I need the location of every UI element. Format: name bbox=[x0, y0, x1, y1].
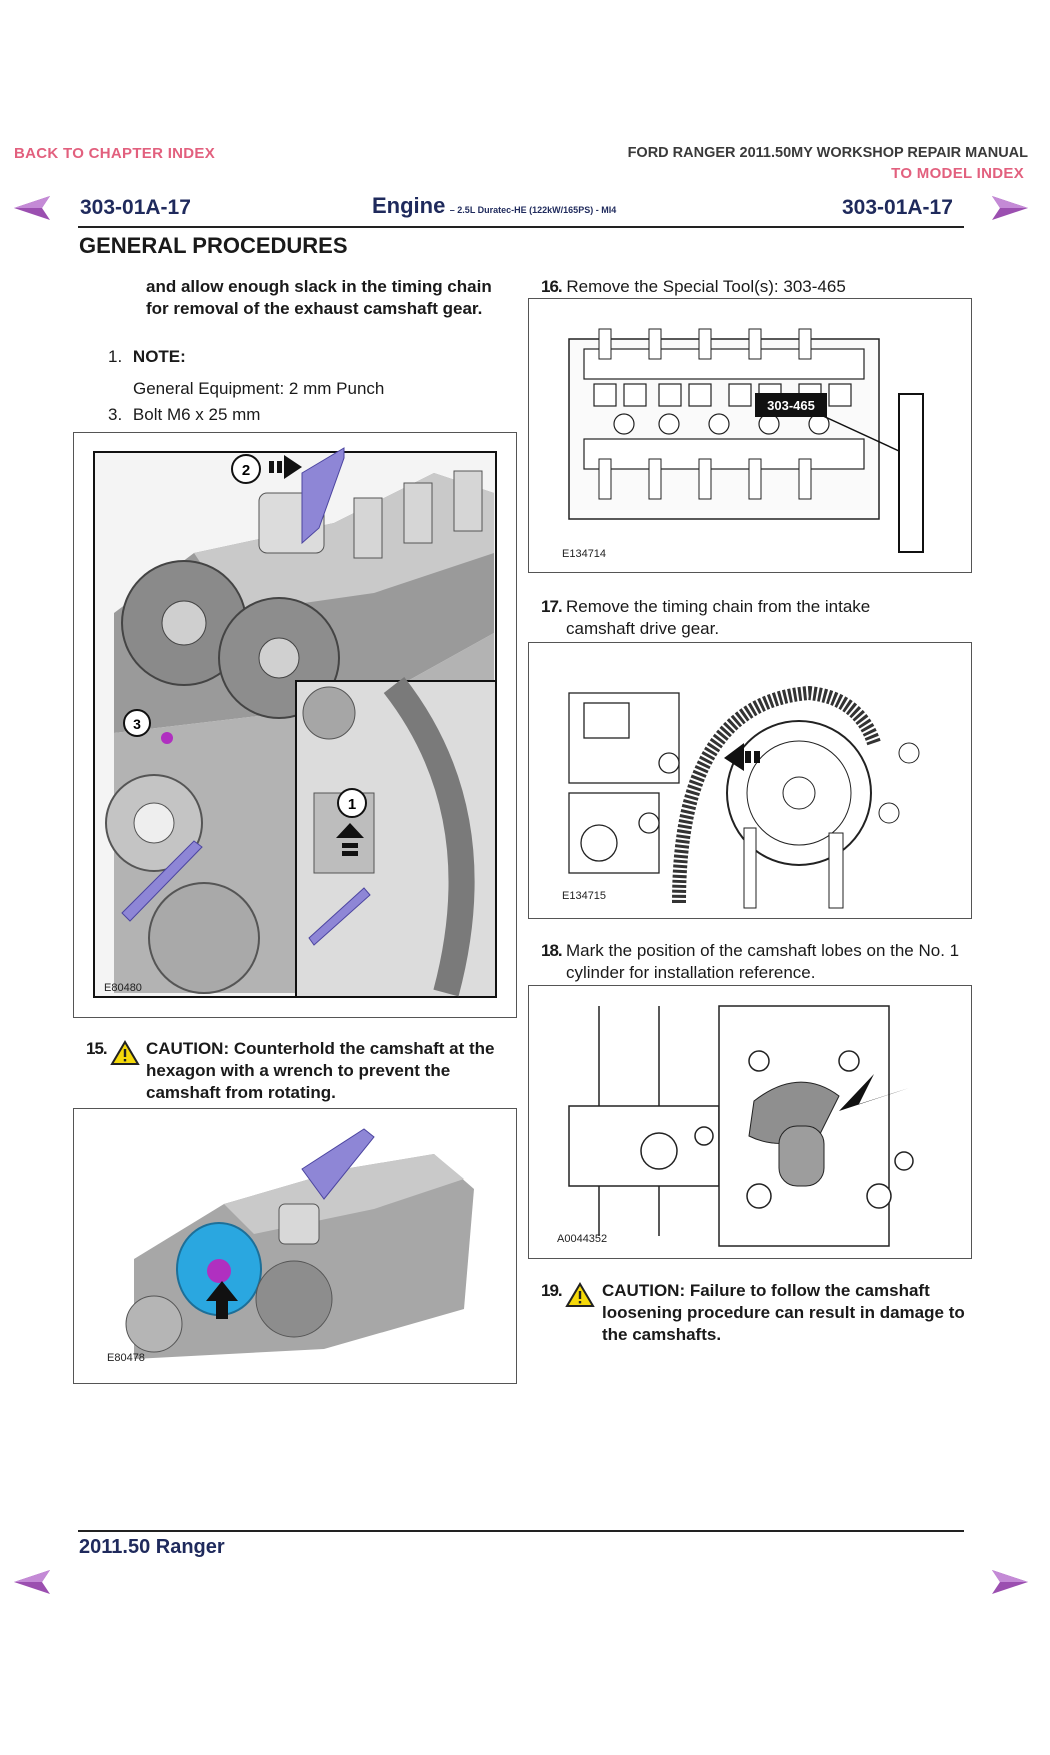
step-15: 15. CAUTION: Counterhold the camshaft at… bbox=[86, 1038, 516, 1104]
step-19-number: 19. bbox=[541, 1281, 563, 1300]
footer-rule bbox=[78, 1530, 964, 1532]
bolt-text: Bolt M6 x 25 mm bbox=[132, 405, 261, 424]
step-15-text: CAUTION: Counterhold the camshaft at the… bbox=[146, 1039, 495, 1102]
callout-1-label: 1 bbox=[348, 796, 356, 813]
figure-e134714: 303-465 E134714 bbox=[528, 298, 972, 573]
to-model-index-link[interactable]: TO MODEL INDEX bbox=[891, 165, 1024, 182]
callout-3-label: 3 bbox=[133, 716, 141, 732]
step-17: 17. Remove the timing chain from the int… bbox=[541, 596, 971, 640]
step-19: 19. CAUTION: Failure to follow the camsh… bbox=[541, 1280, 971, 1346]
section-heading: Engine – 2.5L Duratec-HE (122kW/165PS) -… bbox=[372, 193, 616, 219]
footer-model: 2011.50 Ranger bbox=[79, 1536, 225, 1558]
lobe-arrow-icon bbox=[839, 1074, 909, 1111]
bolt-number: 3. bbox=[108, 405, 123, 424]
intro-text: and allow enough slack in the timing cha… bbox=[146, 277, 492, 318]
figure-e80478: E80478 bbox=[73, 1108, 517, 1384]
tool-label: 303-465 bbox=[767, 398, 815, 413]
tool-label-box bbox=[755, 393, 827, 417]
section-title: Engine bbox=[372, 193, 446, 218]
callout-2: 2 bbox=[231, 454, 261, 484]
back-to-chapter-index-link[interactable]: BACK TO CHAPTER INDEX bbox=[14, 145, 216, 162]
callout-3: 3 bbox=[123, 709, 151, 737]
step-18-number: 18. bbox=[541, 941, 563, 960]
up-arrow-icon bbox=[206, 1281, 238, 1319]
step-16-number: 16. bbox=[541, 277, 563, 296]
equipment-text: General Equipment: 2 mm Punch bbox=[133, 379, 385, 398]
step-18-text: Mark the position of the camshaft lobes … bbox=[566, 941, 960, 982]
arrow-1-icon bbox=[336, 823, 364, 856]
figure-e80480: 2 3 1 E80480 bbox=[73, 432, 517, 1018]
step-16-text: Remove the Special Tool(s): 303-465 bbox=[566, 277, 846, 296]
manual-title: FORD RANGER 2011.50MY WORKSHOP REPAIR MA… bbox=[627, 145, 1028, 161]
chain-arrow-icon bbox=[724, 743, 760, 771]
warning-triangle-icon bbox=[110, 1040, 140, 1065]
arrow-2-icon bbox=[269, 455, 302, 479]
callout-1: 1 bbox=[337, 788, 367, 818]
figure-a0044352: A0044352 bbox=[528, 985, 972, 1259]
step-19-text: CAUTION: Failure to follow the camshaft … bbox=[602, 1281, 965, 1344]
callout-2-label: 2 bbox=[242, 462, 250, 479]
step-18: 18. Mark the position of the camshaft lo… bbox=[541, 940, 971, 984]
previous-page-arrow-icon[interactable] bbox=[12, 194, 52, 222]
next-page-arrow-bottom-icon[interactable] bbox=[990, 1568, 1030, 1596]
bolt-item: 3. Bolt M6 x 25 mm bbox=[108, 404, 260, 426]
page-code-right: 303-01A-17 bbox=[842, 196, 953, 219]
note-number: 1. bbox=[108, 347, 123, 366]
step-17-text: Remove the timing chain from the intake … bbox=[566, 597, 871, 638]
step-17-number: 17. bbox=[541, 597, 563, 616]
previous-page-arrow-bottom-icon[interactable] bbox=[12, 1568, 52, 1596]
page-code-left: 303-01A-17 bbox=[80, 196, 191, 219]
figure-code-3: E134714 bbox=[562, 548, 606, 560]
note-label: NOTE: bbox=[132, 347, 186, 366]
step-16: 16. Remove the Special Tool(s): 303-465 bbox=[541, 276, 981, 298]
procedure-title: GENERAL PROCEDURES bbox=[79, 233, 348, 258]
note-item: 1. NOTE: bbox=[108, 346, 186, 368]
figure-code-2: E80478 bbox=[107, 1352, 145, 1364]
figure-e134715: E134715 bbox=[528, 642, 972, 919]
figure-code-4: E134715 bbox=[562, 890, 606, 902]
figure-code: E80480 bbox=[104, 982, 142, 994]
step-15-number: 15. bbox=[86, 1039, 108, 1058]
figure-code-5: A0044352 bbox=[557, 1233, 607, 1245]
warning-triangle-icon-2 bbox=[565, 1282, 595, 1307]
section-subtitle: – 2.5L Duratec-HE (122kW/165PS) - MI4 bbox=[449, 205, 617, 215]
next-page-arrow-icon[interactable] bbox=[990, 194, 1030, 222]
header-rule bbox=[78, 226, 964, 228]
